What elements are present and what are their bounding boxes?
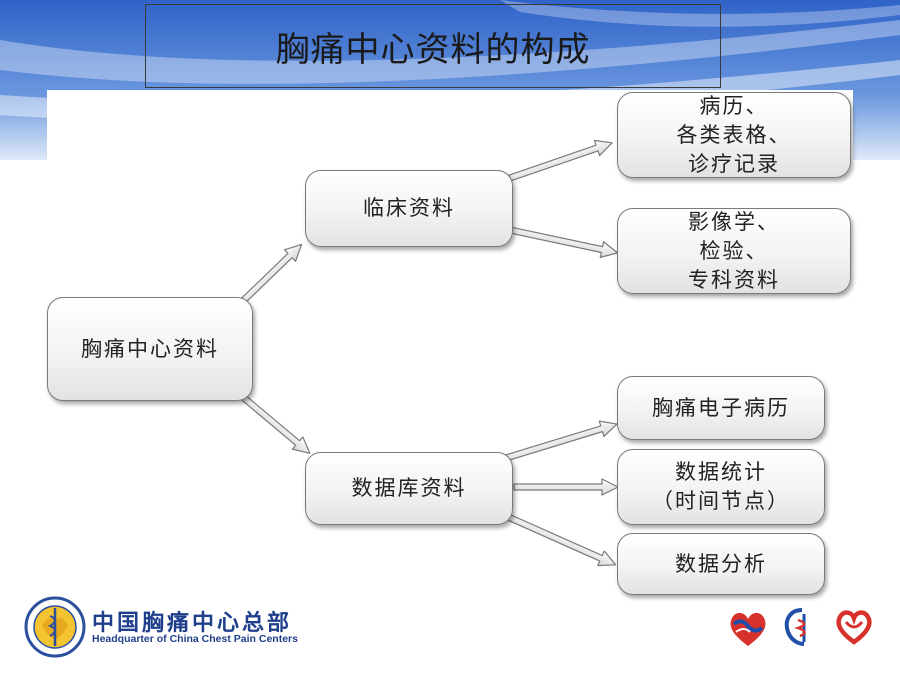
node-medical-records-line: 病历、 (699, 93, 769, 118)
snake-staff-logo (784, 608, 806, 646)
org-name: 中国胸痛中心总部 (92, 611, 293, 636)
node-database-label: 数据库资料 (351, 476, 467, 500)
arrow-database-to-analysis (504, 512, 617, 567)
node-clinical-label: 临床资料 (363, 196, 455, 220)
node-imaging-lab-line: 专科资料 (688, 267, 780, 292)
node-data-analysis: 数据分析 (617, 533, 825, 595)
node-data-statistics: 数据统计 （时间节点） (617, 449, 825, 525)
node-database: 数据库资料 (305, 452, 513, 525)
slide-title: 胸痛中心资料的构成 (275, 29, 591, 70)
china-chest-pain-center-logo (24, 596, 86, 658)
arrow-root-to-database (241, 395, 311, 454)
arrow-clinical-to-imaging (508, 226, 619, 258)
heart-ribbon-logo (836, 610, 872, 645)
handshake-heart-logo (730, 612, 766, 646)
node-root: 胸痛中心资料 (47, 297, 253, 401)
node-data-analysis-label: 数据分析 (675, 551, 767, 576)
node-root-label: 胸痛中心资料 (81, 336, 219, 361)
node-data-statistics-line: （时间节点） (652, 489, 790, 513)
arrow-root-to-clinical (241, 243, 303, 303)
node-data-statistics-line: 数据统计 (675, 460, 767, 484)
title-box: 胸痛中心资料的构成 (145, 4, 721, 88)
node-chest-pain-emr-label: 胸痛电子病历 (652, 395, 790, 420)
node-imaging-lab-line: 影像学、 (688, 209, 780, 234)
node-chest-pain-emr: 胸痛电子病历 (617, 376, 825, 440)
node-medical-records: 病历、 各类表格、 诊疗记录 (617, 92, 851, 178)
arrow-database-to-statistics (513, 478, 619, 496)
node-clinical: 临床资料 (305, 170, 513, 247)
org-name-english: Headquarter of China Chest Pain Centers (92, 633, 298, 645)
arrow-database-to-emr (504, 420, 618, 462)
node-medical-records-line: 诊疗记录 (688, 151, 780, 176)
node-imaging-lab-line: 检验、 (699, 238, 769, 263)
node-imaging-lab: 影像学、 检验、 专科资料 (617, 208, 851, 294)
arrow-clinical-to-record (508, 139, 613, 182)
node-medical-records-line: 各类表格、 (676, 122, 792, 147)
